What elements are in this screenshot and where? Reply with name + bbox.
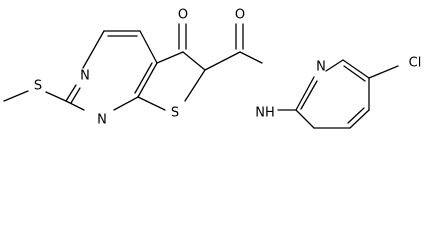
bond-ch-sulfur <box>184 69 206 102</box>
bond-ch-amide-carbon <box>204 51 241 71</box>
bond-methyl-sulfur <box>3 90 29 102</box>
atom-label-pyridine-nitrogen: N <box>316 60 326 75</box>
bond-amide-carbon-nh <box>239 51 263 64</box>
bond-sulfur-c2 <box>45 91 67 102</box>
atom-label-carbonyl-oxygen: O <box>178 8 188 23</box>
bond-pyr-n1-c6 <box>325 59 344 72</box>
bond-pyr-c2-n1-double <box>300 80 318 110</box>
atom-label-chlorine: Cl <box>409 56 422 71</box>
bond-c4a-carbonyl <box>156 51 184 64</box>
bond-c7a-n3 <box>113 96 139 111</box>
bond-pyr-c2-n1 <box>295 76 315 111</box>
bond-pyr-c2-c3 <box>295 109 315 129</box>
bond-c2-n1-double <box>70 87 81 104</box>
bond-n1-c6 <box>82 30 105 69</box>
atom-labels: O O N N S S NH N Cl <box>34 8 421 128</box>
bond-pyr-c4-c3-double <box>347 107 365 124</box>
bond-pyr-c5-chlorine <box>368 65 399 79</box>
atom-label-ring-nitrogen-bottom: N <box>97 113 107 128</box>
bond-c4a-c7a-double <box>134 62 153 94</box>
molecule-structure-diagram: O O N N S S NH N Cl <box>3 8 421 129</box>
atom-label-thiophene-sulfur: S <box>171 106 179 121</box>
bond-pyr-c6-c5-double <box>343 65 366 82</box>
bonds <box>3 23 399 129</box>
atom-label-methylthio-sulfur: S <box>34 79 42 94</box>
bond-c4a-c7a <box>137 62 158 98</box>
bond-n3-c2 <box>65 100 85 111</box>
atom-label-amide-oxygen: O <box>235 8 245 23</box>
bond-pyr-c4-c3 <box>349 109 370 129</box>
bond-c5-c4a <box>139 30 158 64</box>
atom-label-ring-nitrogen-top: N <box>80 69 90 84</box>
bond-carbonyl-ch <box>182 51 206 71</box>
bond-c2-n1 <box>65 84 77 102</box>
bond-sulfur-c7a <box>137 96 166 111</box>
atom-label-amide-nh: NH <box>255 106 275 121</box>
bond-pyr-c6-c5 <box>342 59 370 79</box>
